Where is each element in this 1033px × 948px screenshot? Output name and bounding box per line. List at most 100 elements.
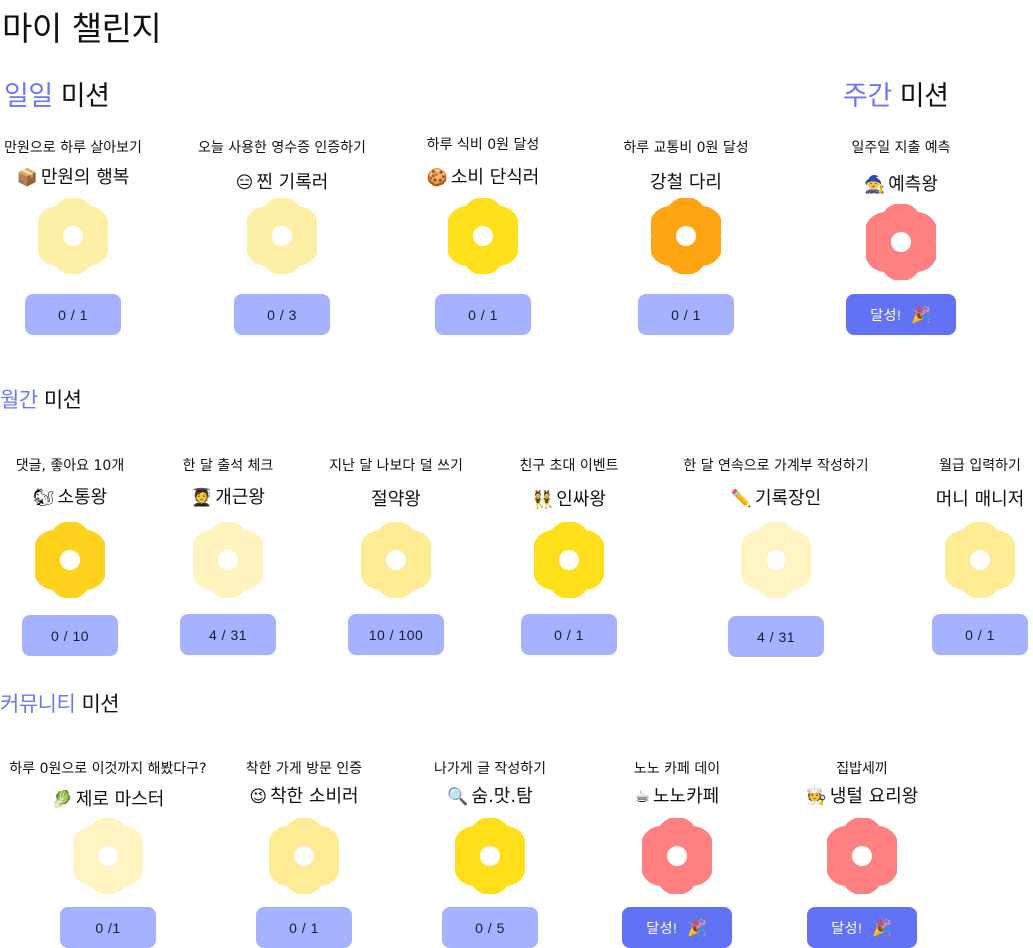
community-mission-title: 커뮤니티 미션 bbox=[0, 692, 120, 716]
badge-title: ☕노노카페 bbox=[567, 782, 787, 808]
badge-title: ✏️기록장인 bbox=[666, 484, 886, 510]
progress-button[interactable]: 0 / 3 bbox=[234, 294, 330, 335]
badge-label: 착한 소비러 bbox=[270, 786, 359, 807]
badge-title: 절약왕 bbox=[286, 485, 506, 511]
badge-label: 냉털 요리왕 bbox=[829, 786, 919, 807]
achieved-button[interactable]: 달성! 🎉 bbox=[622, 907, 732, 948]
flower-icon bbox=[532, 521, 606, 599]
badge-title: 👯인싸왕 bbox=[459, 485, 679, 511]
mission-description: 지난 달 나보다 덜 쓰기 bbox=[329, 458, 463, 474]
badge-title: 🧑‍🎓개근왕 bbox=[118, 483, 338, 509]
party-popper-icon: 🎉 bbox=[872, 919, 893, 937]
character-icon: 🥬 bbox=[51, 790, 73, 810]
flower-icon bbox=[864, 203, 938, 281]
chipmunk-icon: 🐿 bbox=[32, 488, 55, 508]
badge-title: 🐿소통왕 bbox=[0, 483, 180, 509]
badge-title: 🥬제로 마스터 bbox=[0, 785, 218, 811]
mission-description: 집밥세끼 bbox=[836, 761, 888, 777]
mission-description: 나가게 글 작성하기 bbox=[434, 761, 546, 777]
mission-description: 착한 가게 방문 인증 bbox=[245, 761, 363, 777]
progress-label: 달성! bbox=[646, 919, 678, 936]
pencil-icon: ✏️ bbox=[730, 489, 752, 509]
mission-description: 오늘 사용한 영수증 인증하기 bbox=[198, 140, 366, 156]
badge-label: 기록장인 bbox=[754, 488, 822, 509]
badge-label: 제로 마스터 bbox=[75, 789, 165, 810]
progress-label: 달성! bbox=[870, 306, 902, 323]
mission-description: 한 달 연속으로 가계부 작성하기 bbox=[683, 458, 869, 474]
mission-description: 하루 식비 0원 달성 bbox=[426, 137, 540, 153]
party-popper-icon: 🎉 bbox=[687, 919, 708, 937]
monthly-mission-title: 월간 미션 bbox=[0, 388, 82, 412]
progress-button[interactable]: 0 / 1 bbox=[435, 294, 531, 335]
achieved-button[interactable]: 달성! 🎉 bbox=[807, 907, 917, 948]
badge-title: 머니 매니저 bbox=[870, 485, 1033, 511]
flower-icon bbox=[267, 817, 341, 895]
student-icon: 🧑‍🎓 bbox=[191, 488, 213, 508]
badge-label: 개근왕 bbox=[215, 487, 265, 508]
chef-icon: 🧑‍🍳 bbox=[805, 787, 827, 807]
progress-button[interactable]: 0 / 10 bbox=[22, 615, 118, 656]
progress-label: 0 / 3 bbox=[267, 306, 297, 323]
badge-label: 숨.맛.탐 bbox=[471, 786, 533, 807]
flower-icon bbox=[33, 521, 107, 599]
mission-description: 댓글, 좋아요 10개 bbox=[15, 458, 125, 474]
progress-label: 0 / 1 bbox=[554, 626, 584, 643]
progress-button[interactable]: 0 / 1 bbox=[932, 614, 1028, 655]
box-icon: 📦 bbox=[16, 168, 38, 188]
badge-label: 인싸왕 bbox=[556, 489, 606, 510]
flower-icon bbox=[446, 197, 520, 275]
badge-title: 📦만원의 행복 bbox=[0, 163, 183, 189]
party-popper-icon: 🎉 bbox=[911, 306, 932, 324]
progress-button[interactable]: 0 / 1 bbox=[25, 294, 121, 335]
progress-label: 달성! bbox=[831, 919, 863, 936]
progress-button[interactable]: 10 / 100 bbox=[348, 614, 444, 655]
badge-label: 소비 단식러 bbox=[450, 167, 540, 188]
progress-label: 0 / 5 bbox=[475, 919, 505, 936]
progress-label: 0 / 1 bbox=[468, 306, 498, 323]
badge-label: 머니 매니저 bbox=[935, 489, 1025, 510]
badge-label: 찐 기록러 bbox=[256, 172, 329, 193]
badge-label: 소통왕 bbox=[57, 487, 108, 508]
page-title: 마이 챌린지 bbox=[2, 9, 162, 48]
smile-icon: 😉 bbox=[249, 787, 268, 807]
flower-icon bbox=[191, 521, 265, 599]
achieved-button[interactable]: 달성! 🎉 bbox=[846, 294, 956, 335]
badge-title: 강철 다리 bbox=[576, 168, 796, 194]
progress-label: 0 / 1 bbox=[965, 626, 995, 643]
progress-label: 0 / 1 bbox=[58, 306, 88, 323]
mission-description: 하루 0원으로 이것까지 해봤다구? bbox=[9, 761, 207, 777]
flower-icon bbox=[36, 197, 110, 275]
progress-button[interactable]: 0 / 1 bbox=[256, 907, 352, 948]
face-icon: 😑 bbox=[235, 173, 254, 193]
badge-title: 😉착한 소비러 bbox=[194, 782, 414, 808]
flower-icon bbox=[359, 521, 433, 599]
progress-label: 10 / 100 bbox=[368, 626, 424, 643]
progress-button[interactable]: 0 / 5 bbox=[442, 907, 538, 948]
mission-description: 한 달 출석 체크 bbox=[182, 458, 274, 474]
flower-icon bbox=[245, 197, 319, 275]
badge-title: 🧑‍🍳냉털 요리왕 bbox=[752, 782, 972, 808]
coffee-icon: ☕ bbox=[634, 787, 650, 807]
weekly-mission-title: 주간 미션 bbox=[843, 81, 949, 112]
magnifier-icon: 🔍 bbox=[447, 787, 469, 807]
mission-description: 친구 초대 이벤트 bbox=[519, 458, 619, 474]
progress-button[interactable]: 0 / 1 bbox=[521, 614, 617, 655]
progress-label: 4 / 31 bbox=[756, 628, 796, 645]
mission-description: 하루 교통비 0원 달성 bbox=[623, 140, 749, 156]
mission-description: 노노 카페 데이 bbox=[633, 761, 721, 777]
badge-label: 만원의 행복 bbox=[40, 167, 130, 188]
flower-icon bbox=[453, 817, 527, 895]
progress-button[interactable]: 0 / 1 bbox=[638, 294, 734, 335]
badge-title: 🍪소비 단식러 bbox=[373, 163, 593, 189]
progress-label: 0 / 10 bbox=[50, 627, 90, 644]
daily-mission-title: 일일 미션 bbox=[4, 81, 110, 112]
progress-button[interactable]: 0 /1 bbox=[60, 907, 156, 948]
flower-icon bbox=[825, 817, 899, 895]
flower-icon bbox=[739, 521, 813, 599]
flower-icon bbox=[640, 817, 714, 895]
badge-label: 예측왕 bbox=[888, 174, 938, 195]
progress-button[interactable]: 4 / 31 bbox=[728, 616, 824, 657]
progress-button[interactable]: 4 / 31 bbox=[180, 614, 276, 655]
progress-label: 0 /1 bbox=[95, 919, 121, 936]
progress-label: 0 / 1 bbox=[289, 919, 319, 936]
